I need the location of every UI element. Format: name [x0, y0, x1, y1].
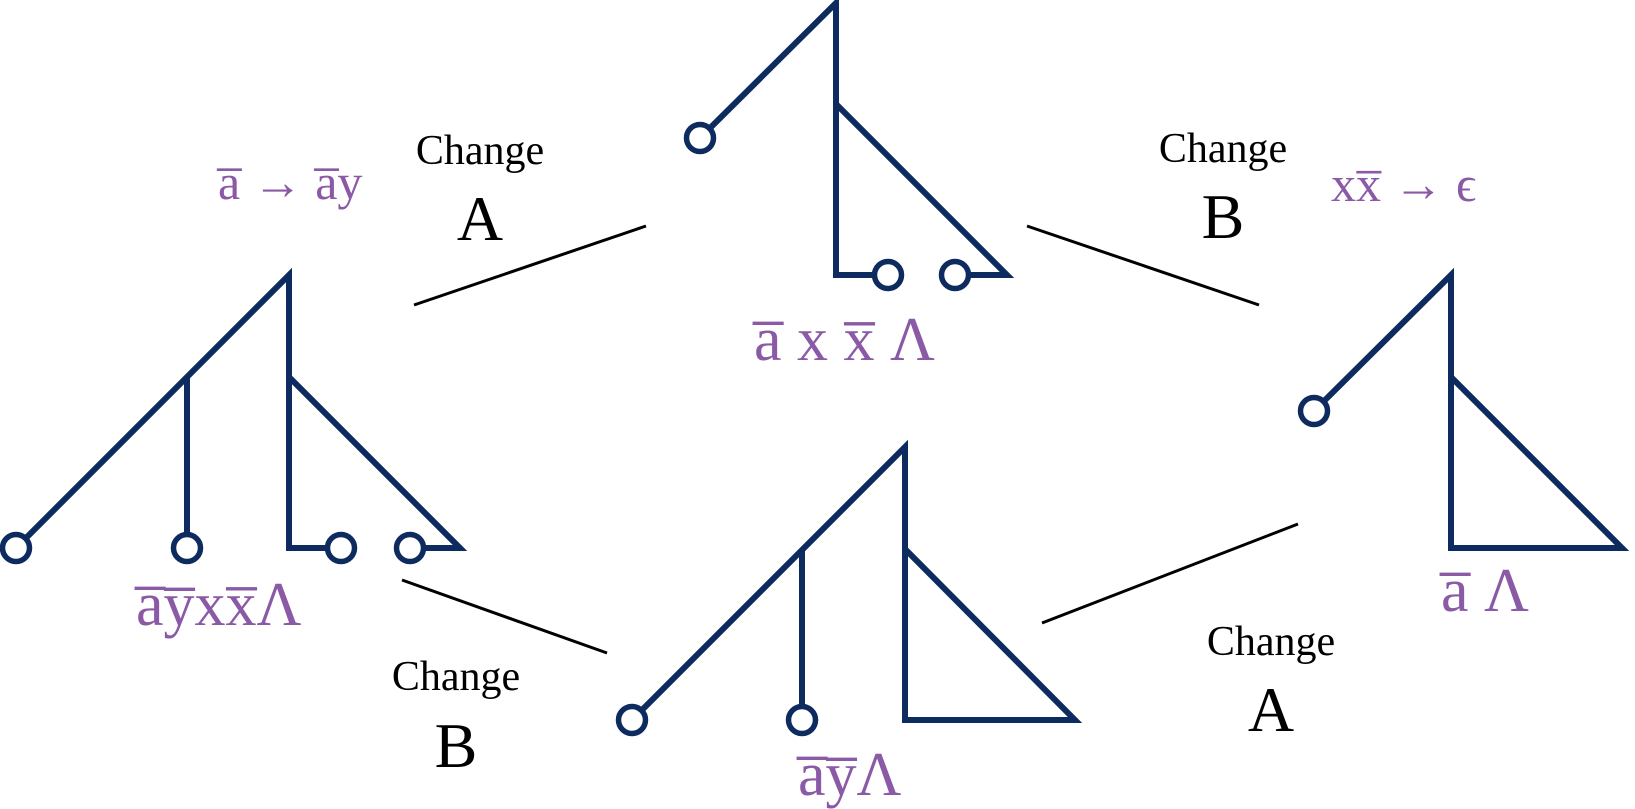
tree-top-leaf-node: [683, 121, 717, 155]
edge-bottom-right: [1041, 522, 1299, 625]
tree-left-leaf-node: [393, 531, 427, 565]
tree-left-leaf-node: [170, 531, 204, 565]
change-word: Change: [1207, 619, 1335, 665]
tree-left: [0, 267, 468, 565]
change-word: Change: [392, 654, 520, 700]
change-label-top-left: Change A: [416, 128, 544, 254]
edges: [401, 224, 1299, 655]
tree-top: [683, 0, 1015, 292]
change-word: Change: [416, 128, 544, 174]
tree-top-leaf-node: [871, 258, 905, 292]
change-letter: B: [1202, 181, 1245, 252]
change-word: Change: [1159, 126, 1287, 172]
string-right: a̅ Λ: [1439, 557, 1529, 625]
tree-left-leaf-node: [0, 531, 33, 565]
string-top: a̅ x x̅ Λ: [752, 306, 935, 374]
rule-left: a̅ → a̅y: [216, 154, 362, 210]
string-left: a̅y̅xx̅Λ: [134, 571, 301, 639]
change-label-bottom-right: Change A: [1207, 619, 1335, 745]
rule-right: xx̅ → ϵ: [1331, 156, 1476, 212]
tree-bottom: [615, 439, 1083, 737]
edge-top-right: [1026, 224, 1260, 307]
tree-right-leaf-node: [1297, 394, 1331, 428]
edge-bottom-left: [401, 578, 608, 655]
tree-left-leaf-node: [324, 531, 358, 565]
tree-bottom-leaf-node: [785, 703, 819, 737]
change-label-bottom-left: Change B: [392, 654, 520, 781]
tree-top-leaf-node: [938, 258, 972, 292]
change-label-top-right: Change B: [1159, 126, 1287, 252]
tree-right-branches: [1311, 267, 1630, 551]
change-letter: B: [435, 710, 478, 781]
tree-top-branches: [697, 0, 1015, 278]
change-letter: A: [1248, 674, 1294, 745]
tree-bottom-branches: [629, 439, 1083, 723]
tree-left-branches: [13, 267, 468, 551]
tree-right: [1297, 267, 1630, 551]
change-letter: A: [457, 183, 503, 254]
tree-bottom-leaf-node: [615, 703, 649, 737]
string-bottom: a̅y̅Λ: [796, 741, 901, 809]
edge-top-left: [413, 224, 647, 307]
